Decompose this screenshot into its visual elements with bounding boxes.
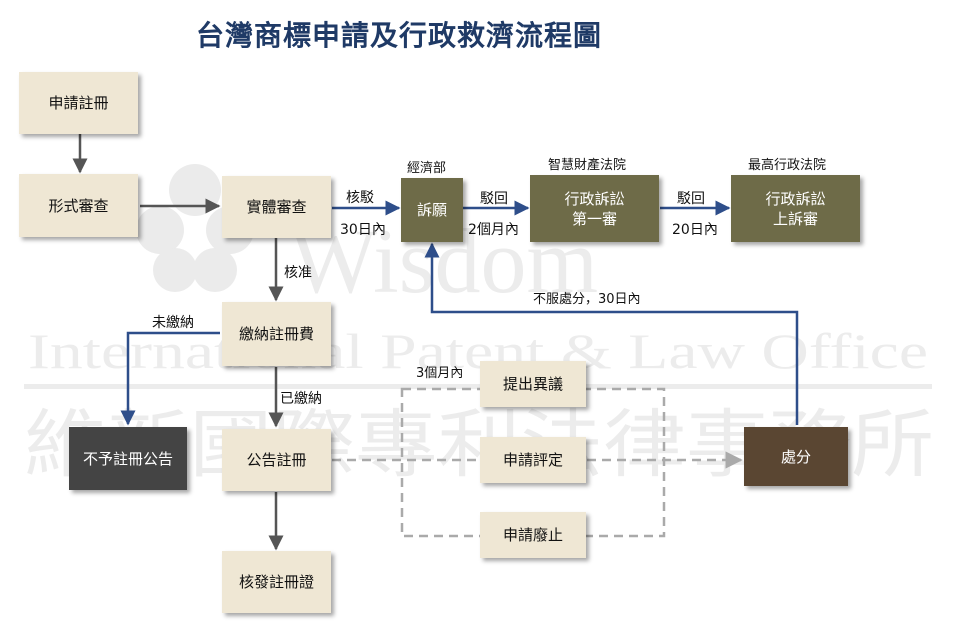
node-admin-first: 行政訴訟第一審 xyxy=(530,175,659,242)
node-publish-label: 公告註冊 xyxy=(246,451,307,469)
node-substantive-label: 實體審查 xyxy=(246,198,307,216)
node-decision-label: 處分 xyxy=(780,447,811,466)
node-admin-appeal: 行政訴訟上訴審 xyxy=(731,175,860,242)
node-formal-label: 形式審查 xyxy=(48,196,109,215)
label-reject: 核駁 xyxy=(346,190,374,206)
node-invalidation: 申請評定 xyxy=(480,437,586,483)
node-revocation-label: 申請廢止 xyxy=(502,526,563,544)
authority-supreme-admin-court: 最高行政法院 xyxy=(748,158,827,173)
node-admin-first-line2: 第一審 xyxy=(571,209,617,228)
node-invalidation-label: 申請評定 xyxy=(502,451,563,469)
node-petition: 訴願 xyxy=(401,178,463,242)
label-three-months: 3個月內 xyxy=(416,366,464,381)
node-admin-appeal-line2: 上訴審 xyxy=(772,209,818,228)
node-admin-appeal-line1: 行政訴訟 xyxy=(765,189,826,208)
label-dismiss-2-deadline: 20日內 xyxy=(672,222,718,238)
page-title: 台灣商標申請及行政救濟流程圖 xyxy=(196,19,603,52)
node-apply: 申請註冊 xyxy=(19,72,138,134)
node-not-published-label: 不予註冊公告 xyxy=(82,449,173,468)
label-paid: 已繳納 xyxy=(280,391,322,407)
node-not-published: 不予註冊公告 xyxy=(69,427,187,490)
label-dismiss-1-deadline: 2個月內 xyxy=(468,222,519,238)
label-unpaid: 未繳納 xyxy=(152,315,194,331)
arrow-fee-to-not-published xyxy=(120,331,220,426)
node-admin-first-line1: 行政訴訟 xyxy=(564,189,625,208)
label-dismiss-2: 駁回 xyxy=(677,191,705,207)
label-disagree-deadline: 不服處分，30日內 xyxy=(533,292,641,307)
label-dismiss-1: 駁回 xyxy=(480,191,508,207)
authority-ip-court: 智慧財產法院 xyxy=(548,158,627,173)
node-revocation: 申請廢止 xyxy=(480,512,586,558)
label-reject-deadline: 30日內 xyxy=(340,222,386,238)
node-substantive-exam: 實體審查 xyxy=(222,176,331,238)
node-issue-cert: 核發註冊證 xyxy=(222,551,331,613)
node-decision: 處分 xyxy=(744,427,848,486)
node-pay-fee-label: 繳納註冊費 xyxy=(238,325,314,343)
node-pay-fee: 繳納註冊費 xyxy=(222,302,331,366)
node-opposition-label: 提出異議 xyxy=(502,375,563,393)
node-formal-exam: 形式審查 xyxy=(19,174,138,237)
node-publish: 公告註冊 xyxy=(222,429,331,491)
arrow-decision-to-petition xyxy=(424,242,799,425)
node-opposition: 提出異議 xyxy=(480,361,586,407)
node-petition-label: 訴願 xyxy=(416,201,447,219)
authority-moea: 經濟部 xyxy=(407,161,447,176)
node-apply-label: 申請註冊 xyxy=(48,94,109,112)
node-issue-cert-label: 核發註冊證 xyxy=(238,573,314,591)
label-approve: 核准 xyxy=(284,265,312,281)
